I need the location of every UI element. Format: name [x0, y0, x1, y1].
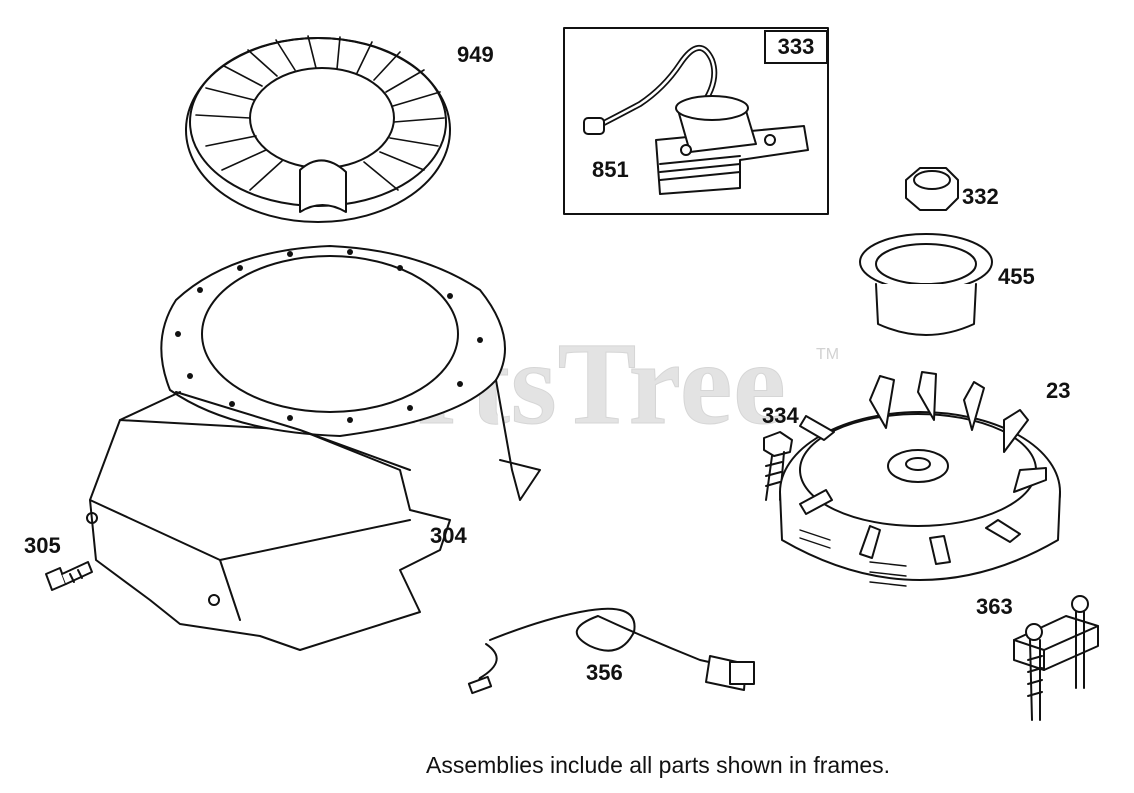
nut-drawing [905, 167, 959, 211]
callout-455: 455 [998, 264, 1035, 289]
flywheel-drawing [779, 371, 1061, 587]
armature-drawing [583, 45, 809, 195]
callout-332: 332 [962, 184, 999, 209]
blower-housing-drawing [86, 245, 541, 651]
assembly-frame [563, 27, 829, 215]
bolt-drawing [45, 561, 93, 591]
assembly-frame-label: 333 [764, 30, 828, 64]
callout-304: 304 [430, 523, 467, 548]
trademark-mark: TM [816, 346, 840, 363]
recoil-cover-drawing [185, 35, 451, 223]
ground-wire-drawing [467, 607, 755, 695]
assembly-caption: Assemblies include all parts shown in fr… [426, 752, 891, 778]
callout-356: 356 [586, 660, 623, 685]
callout-949: 949 [457, 42, 494, 67]
callout-334: 334 [762, 403, 799, 428]
callout-305: 305 [24, 533, 61, 558]
callout-851: 851 [592, 157, 629, 182]
callout-363: 363 [976, 594, 1013, 619]
stop-switch-drawing [1013, 595, 1099, 721]
callout-23: 23 [1046, 378, 1071, 403]
starter-cup-drawing [859, 233, 993, 336]
